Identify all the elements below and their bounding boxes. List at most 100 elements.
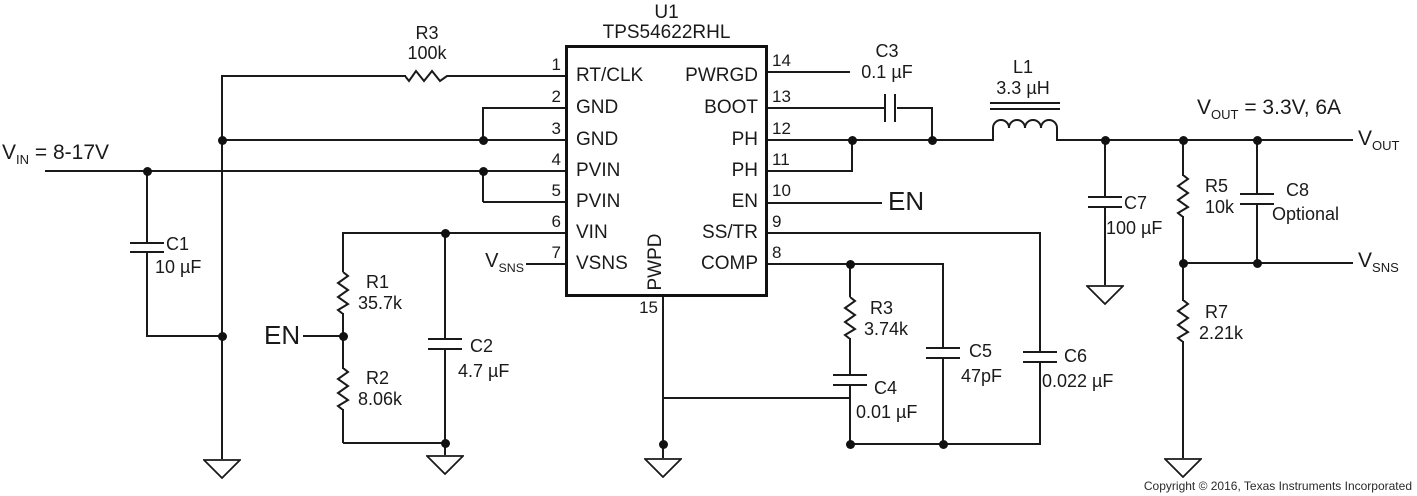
- c4-ref: C4: [874, 378, 898, 398]
- junction-dot: [479, 136, 488, 145]
- r7-value: 2.21k: [1199, 323, 1244, 343]
- pin-name-pwrgd: PWRGD: [685, 65, 758, 86]
- c3-ref: C3: [875, 41, 899, 61]
- wire: [851, 139, 853, 171]
- junction-dot: [1179, 259, 1188, 268]
- pin-name-ph12: PH: [731, 129, 758, 150]
- resistor-symbol: [405, 68, 451, 84]
- pin-number-12: 12: [772, 119, 791, 138]
- wire: [222, 75, 406, 77]
- junction-dot: [1253, 136, 1262, 145]
- wire: [482, 170, 484, 202]
- capacitor-symbol: [428, 338, 462, 340]
- r5-ref: R5: [1205, 176, 1229, 196]
- vsns-pin-label: VSNS: [485, 250, 524, 275]
- pin-number-13: 13: [772, 87, 791, 106]
- wire: [444, 350, 446, 455]
- capacitor-symbol: [926, 347, 960, 349]
- wire: [849, 338, 851, 375]
- wire: [931, 107, 933, 140]
- capacitor-symbol: [884, 94, 886, 122]
- junction-dot: [218, 332, 227, 341]
- wire: [343, 232, 565, 234]
- r2-value: 8.06k: [358, 389, 403, 409]
- c8-ref: C8: [1286, 180, 1310, 200]
- wire: [221, 75, 223, 459]
- pin-name-en: EN: [731, 191, 758, 212]
- wire: [768, 170, 853, 172]
- r3-comp-ref: R3: [870, 298, 894, 318]
- c5-value: 47pF: [961, 366, 1003, 386]
- r1-value: 35.7k: [358, 293, 403, 313]
- vsns-terminal-label: VSNS: [1358, 249, 1399, 276]
- wire: [222, 139, 565, 141]
- c2-ref: C2: [470, 336, 494, 356]
- pin-name-sstr: SS/TR: [702, 222, 758, 243]
- wire: [1056, 139, 1353, 141]
- pin-name-vsns: VSNS: [576, 253, 628, 274]
- pin-number-5: 5: [551, 181, 561, 200]
- pin-number-2: 2: [551, 87, 561, 106]
- wire: [768, 202, 882, 204]
- vout-spec-label: VOUT = 3.3V, 6A: [1197, 96, 1342, 123]
- r2-ref: R2: [366, 368, 390, 388]
- junction-dot: [1179, 136, 1188, 145]
- junction-dot: [1253, 259, 1262, 268]
- copyright-notice: Copyright © 2016, Texas Instruments Inco…: [1143, 479, 1412, 493]
- junction-dot: [441, 229, 450, 238]
- capacitor-symbol: [428, 348, 462, 350]
- resistor-symbol: [335, 272, 351, 314]
- wire: [1182, 262, 1184, 301]
- capacitor-symbol: [833, 384, 867, 386]
- resistor-symbol: [1175, 175, 1191, 217]
- c6-value: 0.022 µF: [1042, 371, 1114, 391]
- junction-dot: [846, 260, 855, 269]
- c6-ref: C6: [1064, 346, 1088, 366]
- wire: [1256, 204, 1258, 263]
- capacitor-symbol: [130, 242, 164, 244]
- junction-dot: [939, 440, 948, 449]
- ic-body-u1: [565, 45, 768, 297]
- c5-ref: C5: [969, 341, 993, 361]
- wire: [942, 358, 944, 444]
- wire: [1104, 139, 1106, 197]
- wire: [663, 397, 851, 399]
- c1-value: 10 µF: [155, 257, 202, 277]
- wire: [768, 139, 994, 141]
- ground-symbol: [644, 458, 682, 478]
- capacitor-symbol: [130, 251, 164, 253]
- pin-number-10: 10: [772, 181, 791, 200]
- wire: [45, 170, 565, 172]
- ground-symbol: [426, 455, 464, 475]
- pin-number-11: 11: [772, 150, 790, 169]
- wire: [1182, 139, 1184, 176]
- wire: [444, 232, 446, 339]
- pin-number-8: 8: [772, 243, 782, 262]
- capacitor-symbol: [1023, 351, 1057, 353]
- wire: [483, 107, 565, 109]
- c4-value: 0.01 µF: [856, 402, 918, 422]
- junction-dot: [1101, 136, 1110, 145]
- pin-name-pvin4: PVIN: [576, 160, 621, 181]
- wire: [146, 171, 148, 243]
- wire: [343, 442, 445, 444]
- capacitor-symbol: [1088, 206, 1122, 208]
- wire: [662, 297, 664, 458]
- wire: [303, 335, 343, 337]
- l1-ref: L1: [1012, 57, 1034, 77]
- junction-dot: [479, 167, 488, 176]
- pin-name-gnd2: GND: [576, 97, 619, 118]
- pin-number-14: 14: [772, 51, 791, 70]
- wire: [451, 75, 565, 77]
- pin-name-pvin5: PVIN: [576, 191, 621, 212]
- capacitor-symbol: [1240, 193, 1274, 195]
- pin-number-9: 9: [772, 212, 782, 231]
- pin-name-ph11: PH: [731, 160, 758, 181]
- wire: [526, 263, 565, 265]
- r3-top-ref: R3: [415, 23, 439, 43]
- wire: [897, 107, 933, 109]
- vin-net-label: VIN = 8-17V: [2, 141, 110, 168]
- vout-terminal-label: VOUT: [1358, 127, 1400, 154]
- junction-dot: [848, 136, 857, 145]
